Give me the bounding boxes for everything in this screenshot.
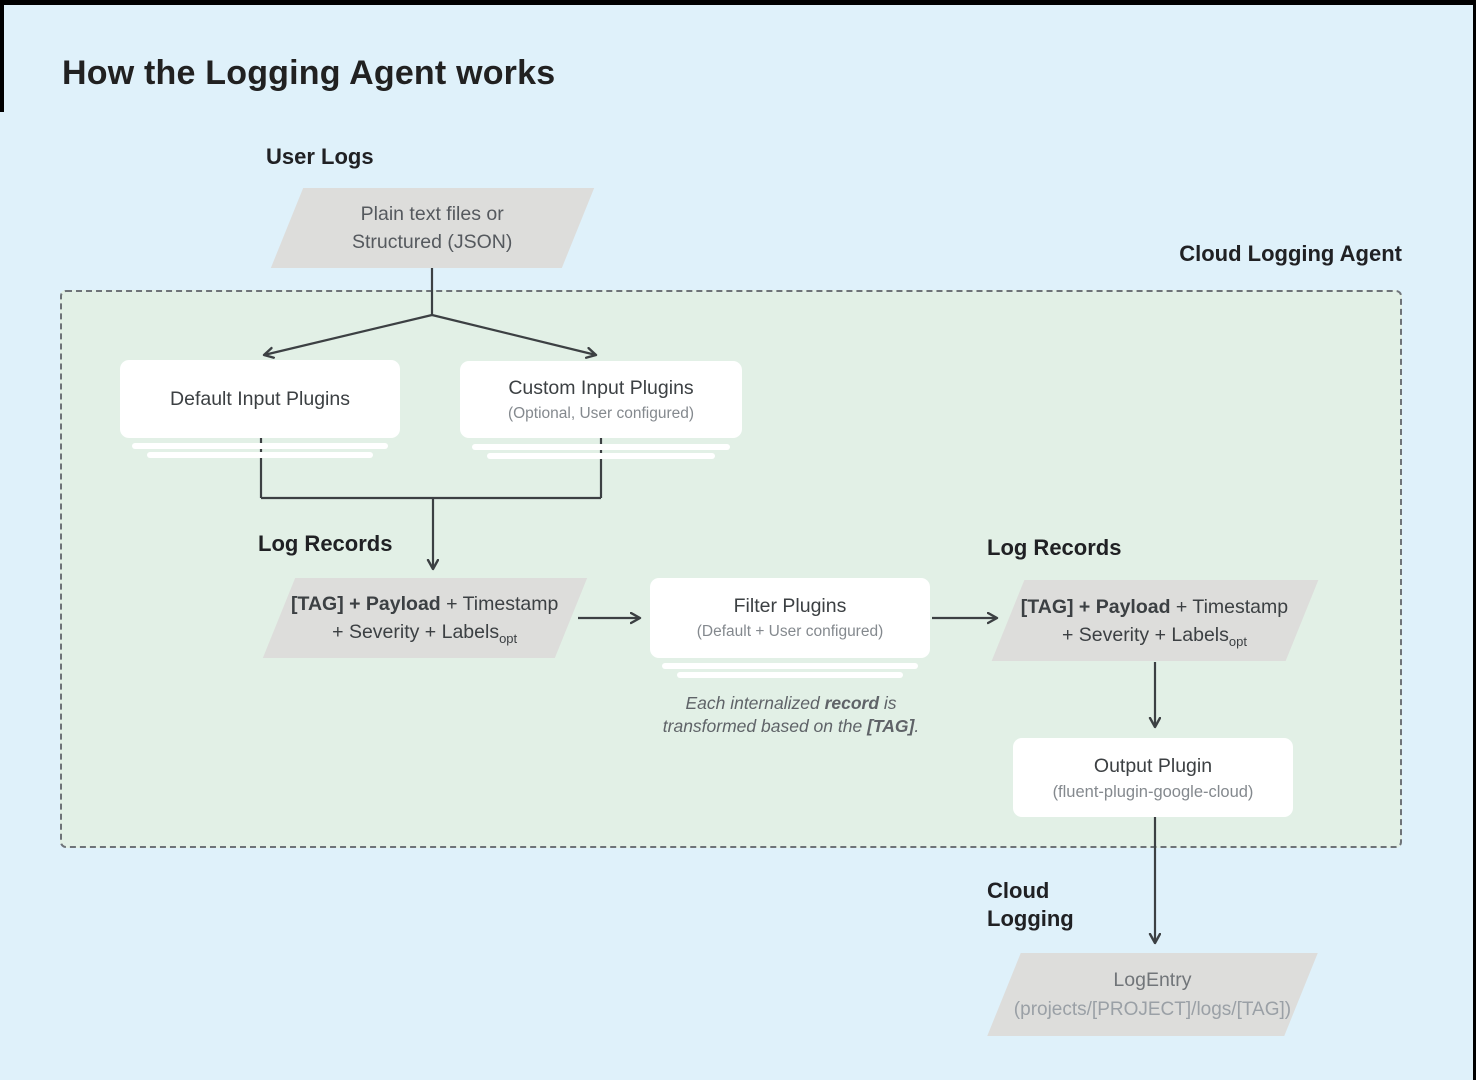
cloud-logging-label: Cloud Logging [987, 877, 1074, 933]
cloud-logging-label-line1: Cloud [987, 878, 1050, 903]
window-edge-left [0, 0, 4, 112]
custom-input-plugins-title: Custom Input Plugins [508, 376, 694, 399]
stack-bar [132, 443, 388, 449]
log-records-label-left: Log Records [258, 531, 393, 556]
stack-bar [662, 663, 918, 669]
custom-input-plugins-subtitle: (Optional, User configured) [507, 404, 695, 422]
page-title: How the Logging Agent works [62, 54, 556, 92]
stack-bar [147, 452, 373, 458]
stack-bar [487, 453, 715, 459]
window-edge-right [1473, 0, 1476, 1080]
filter-plugins-node: Filter Plugins (Default + User configure… [650, 578, 930, 658]
cloud-logging-agent-label: Cloud Logging Agent [1179, 241, 1402, 266]
output-plugin-title: Output Plugin [1093, 754, 1213, 777]
window-edge-top [0, 0, 1476, 5]
default-input-plugins-node: Default Input Plugins [120, 360, 400, 438]
user-logs-label: User Logs [266, 144, 374, 169]
stack-bar [677, 672, 903, 678]
filter-plugins-title: Filter Plugins [733, 595, 847, 617]
filter-plugins-subtitle: (Default + User configured) [696, 623, 884, 640]
cloud-logging-label-line2: Logging [987, 906, 1074, 931]
output-plugin-subtitle: (fluent-plugin-google-cloud) [1052, 782, 1254, 801]
default-input-plugins-title: Default Input Plugins [170, 388, 350, 410]
transform-note: Each internalized record is transformed … [662, 693, 920, 736]
log-records-label-right: Log Records [987, 535, 1122, 560]
stack-bar [472, 444, 730, 450]
output-plugin-node: Output Plugin (fluent-plugin-google-clou… [1013, 738, 1293, 817]
custom-input-plugins-node: Custom Input Plugins (Optional, User con… [460, 361, 742, 438]
